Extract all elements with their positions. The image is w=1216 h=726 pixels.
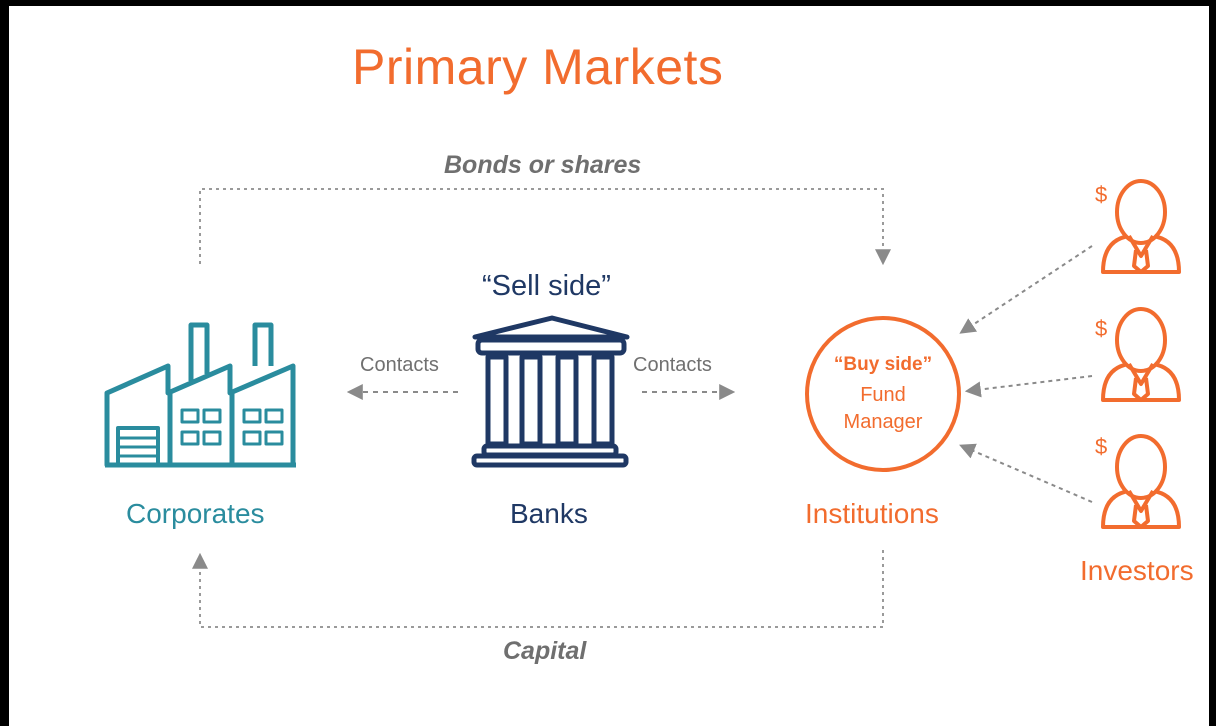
sell-side-label: “Sell side”: [482, 270, 611, 302]
page-title: Primary Markets: [352, 39, 724, 95]
capital-label: Capital: [503, 637, 587, 665]
investors-label: Investors: [1080, 555, 1194, 586]
person-icon: [1101, 434, 1181, 529]
buy-side-label: “Buy side”: [833, 354, 933, 375]
manager-label: Manager: [843, 411, 923, 433]
dollar-sign-3: $: [1095, 434, 1108, 459]
contacts-right-label: Contacts: [633, 354, 712, 376]
corporates-label: Corporates: [126, 498, 265, 529]
person-icon: [1101, 307, 1181, 402]
dollar-sign-1: $: [1095, 182, 1108, 207]
institutions-label: Institutions: [805, 498, 939, 529]
contacts-left-label: Contacts: [360, 354, 439, 376]
factory-icon: [104, 322, 296, 468]
investor-arrow-2: [964, 375, 1093, 398]
fund-manager-label: Fund Manager: [810, 382, 956, 436]
dollar-sign-2: $: [1095, 316, 1108, 341]
investor-arrow-1: [959, 245, 1093, 334]
bonds-flow-arrow: [199, 188, 891, 266]
bonds-or-shares-label: Bonds or shares: [444, 151, 642, 179]
capital-flow-arrow: [192, 550, 884, 628]
person-icon: [1101, 179, 1181, 274]
banks-label: Banks: [510, 498, 588, 529]
investor-arrow-3: [959, 443, 1093, 503]
fund-label: Fund: [860, 384, 906, 406]
fund-manager-circle: [805, 316, 961, 472]
bank-building-icon: [471, 315, 630, 468]
